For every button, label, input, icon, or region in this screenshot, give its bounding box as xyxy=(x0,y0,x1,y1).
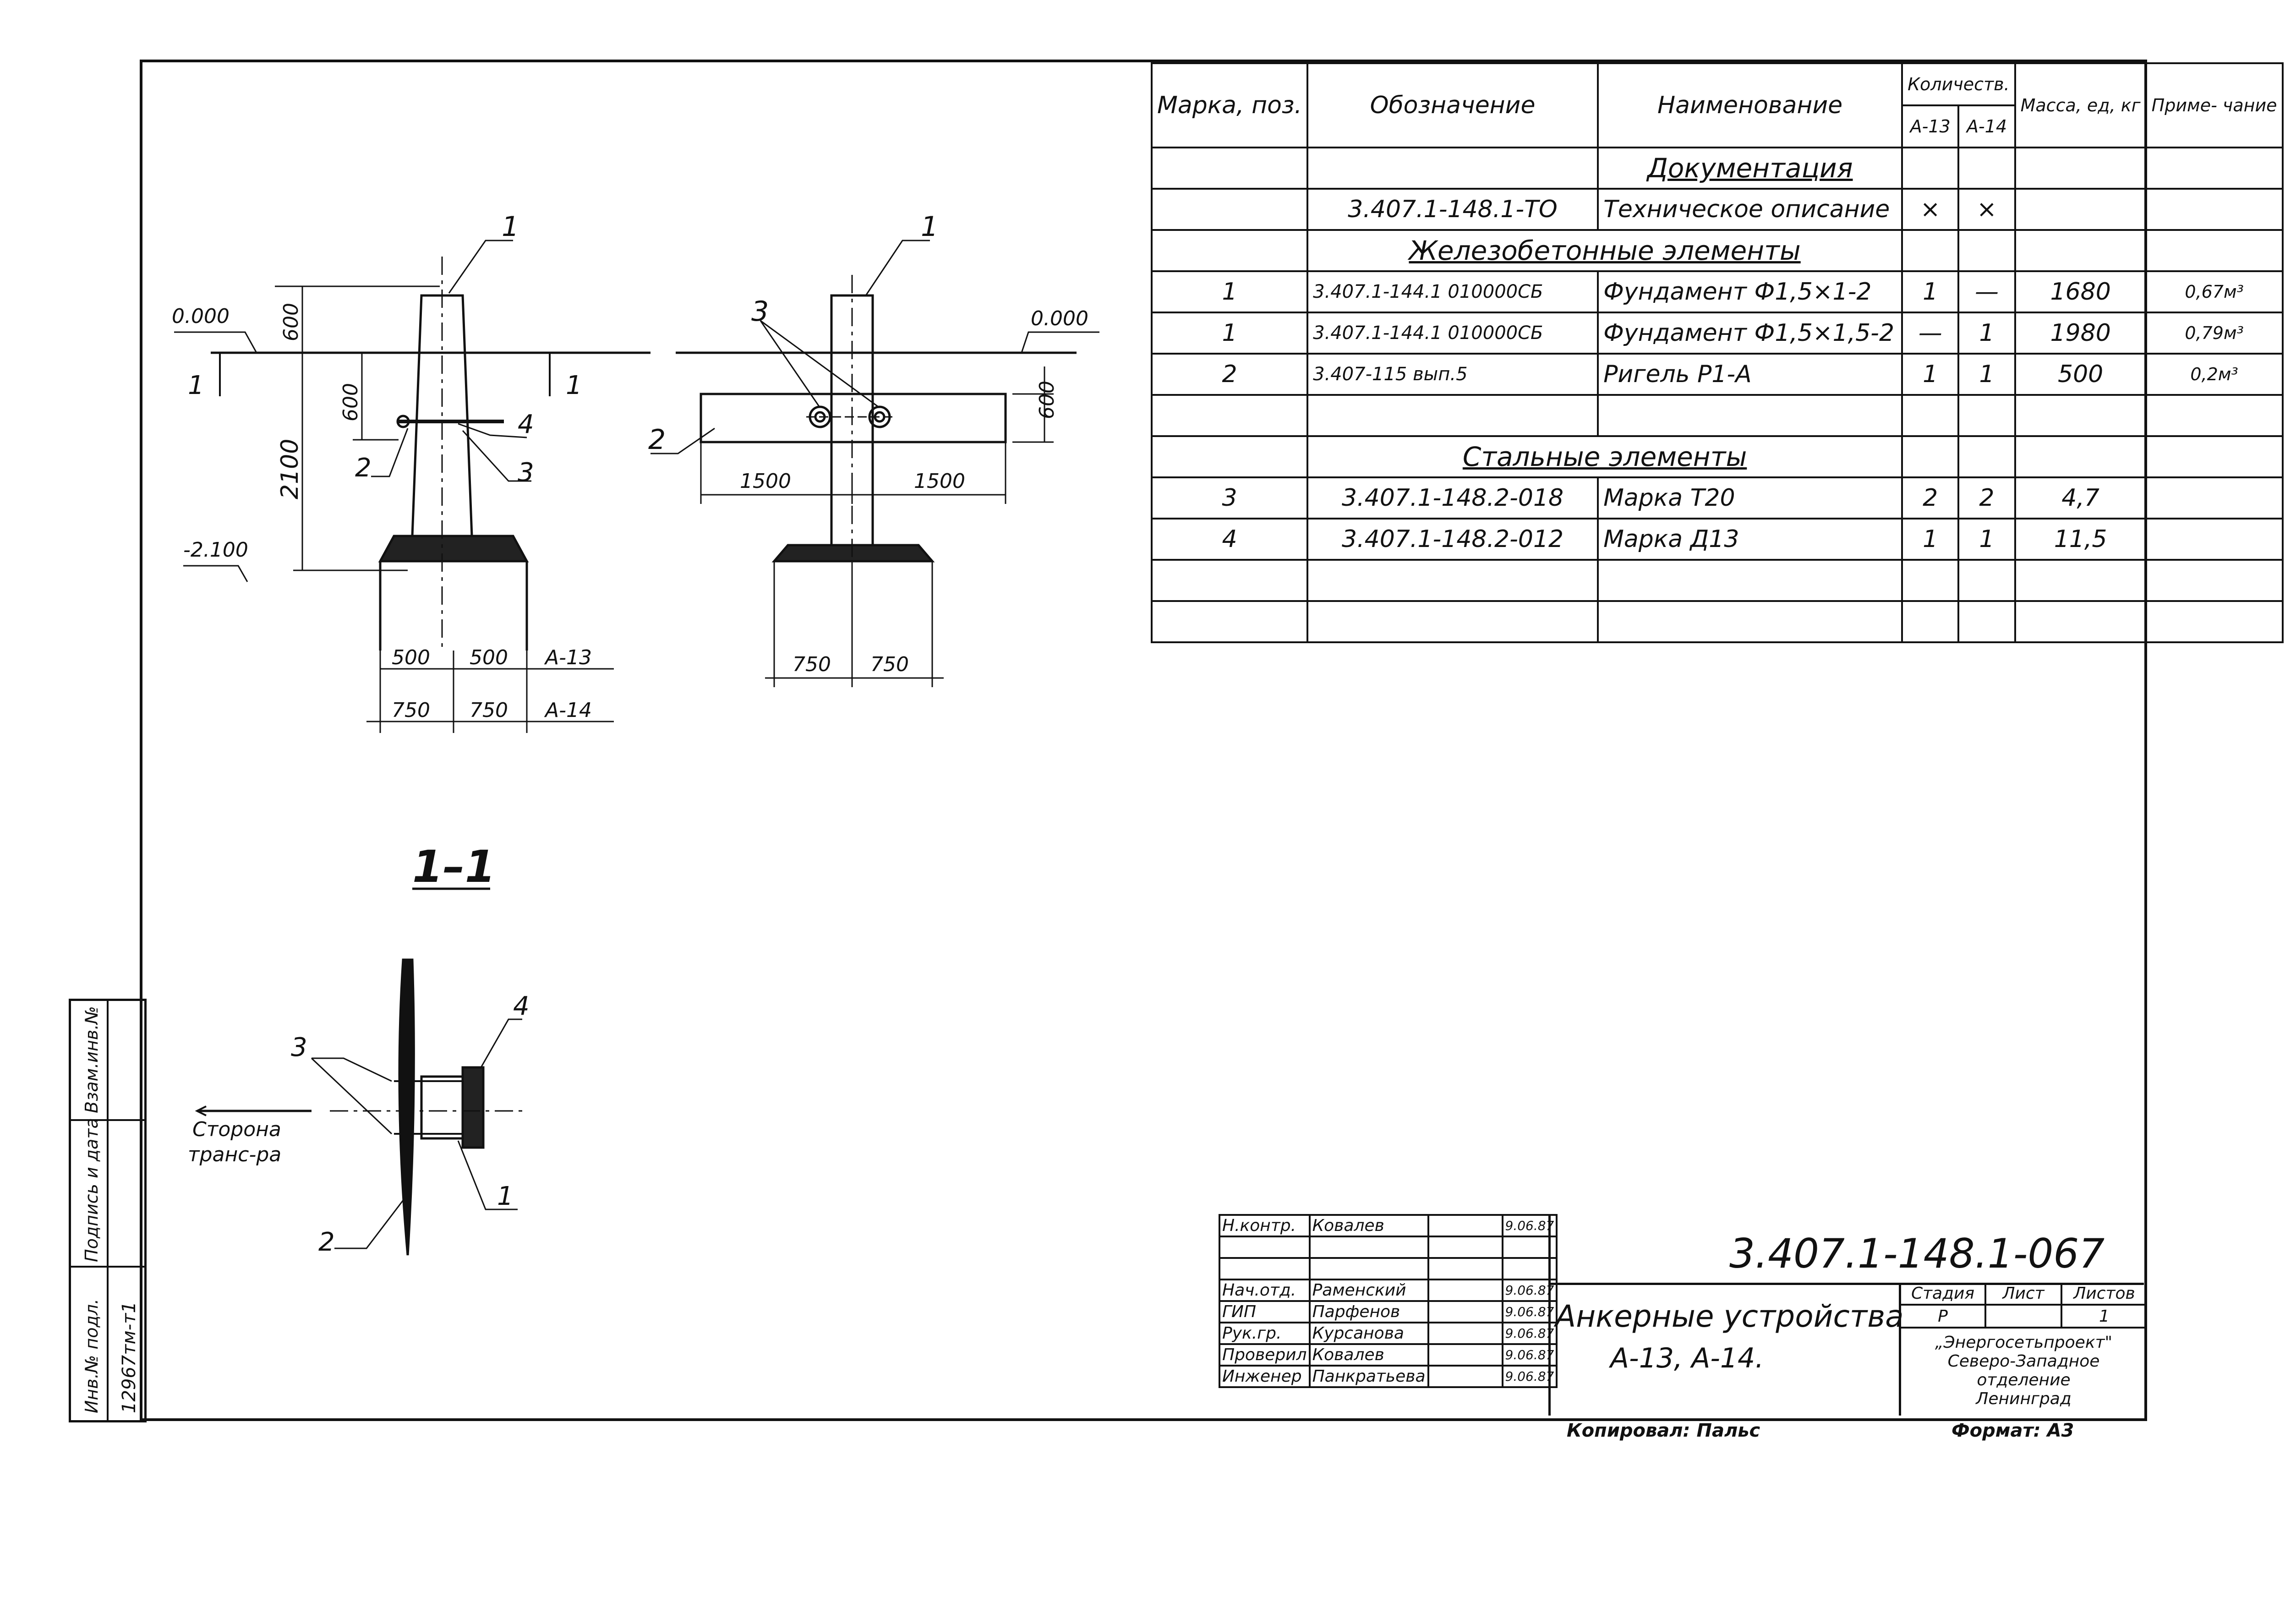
header-name: Наименование xyxy=(1597,62,1903,148)
pos-4-left: 4 xyxy=(518,410,534,439)
elevation-zero-left: 0.000 xyxy=(172,305,230,328)
dim-1500-left: 1500 xyxy=(740,470,791,493)
pos-2-right: 2 xyxy=(648,424,666,456)
dim-1500-right: 1500 xyxy=(914,470,965,493)
dim-2100: 2100 xyxy=(276,439,304,499)
label-a14-dim: A-14 xyxy=(544,699,592,722)
section-docs: Документация xyxy=(1597,147,1903,190)
org-line3: Ленинград xyxy=(1976,1389,2072,1408)
header-quantity: Количеств. xyxy=(1901,62,2016,106)
side-label-1: Сторона xyxy=(192,1118,281,1141)
elevation-bottom: -2.100 xyxy=(183,538,248,562)
table-row: 1 3.407.1-144.1 010000СБ Фундамент Ф1,5×… xyxy=(1150,270,2284,313)
dim-750-b: 750 xyxy=(470,699,508,722)
elevation-zero-right: 0.000 xyxy=(1031,307,1088,330)
doc-number: 3.407.1-148.1-067 xyxy=(1729,1230,2105,1277)
drawing-frame xyxy=(140,60,2147,1421)
header-a13: A-13 xyxy=(1901,104,1960,148)
stamp-lines: Инв.№ подл. Подпись и дата Взам.инв.№ 12… xyxy=(71,1001,144,1420)
pos-1-left: 1 xyxy=(502,211,519,243)
table-row: 2 3.407-115 вып.5 Ригель Р1-А 1 1 500 0,… xyxy=(1150,353,2284,396)
sheets-value: 1 xyxy=(2061,1305,2146,1329)
section-rc: Железобетонные элементы xyxy=(1306,229,1903,272)
section-steel: Стальные элементы xyxy=(1306,435,1903,478)
org-line2: Северо-Западное отделение xyxy=(1947,1352,2100,1389)
table-row: 1 3.407.1-144.1 010000СБ Фундамент Ф1,5×… xyxy=(1150,312,2284,355)
table-row: 4 3.407.1-148.2-012 Марка Д13 1 1 11,5 xyxy=(1150,518,2284,561)
stamp-inv-value: 12967тм-т1 xyxy=(119,1301,140,1413)
header-designation: Обозначение xyxy=(1306,62,1599,148)
org-line1: „Энергосетьпроект" xyxy=(1935,1333,2113,1352)
pos-3-section: 3 xyxy=(291,1033,307,1062)
table-row: 3 3.407.1-148.2-018 Марка Т20 2 2 4,7 xyxy=(1150,476,2284,519)
dim-500-a: 500 xyxy=(392,646,430,669)
sheets-label: Листов xyxy=(2061,1283,2146,1306)
pos-2-section: 2 xyxy=(318,1227,335,1257)
title-line2: А-13, А-14. xyxy=(1610,1342,1764,1374)
dim-600-top: 600 xyxy=(279,303,303,341)
header-mass: Масса, ед, кг xyxy=(2014,62,2147,148)
specification-table: Марка, поз. Обозначение Наименование Кол… xyxy=(1150,62,2284,643)
header-mark: Марка, поз. xyxy=(1150,62,1309,148)
pos-4-section: 4 xyxy=(513,991,530,1021)
dim-500-b: 500 xyxy=(470,646,508,669)
title-line1: Анкерные устройства xyxy=(1555,1299,1904,1334)
pos-2-left: 2 xyxy=(355,453,372,483)
pos-1-right: 1 xyxy=(921,211,938,243)
sheet-label: Лист xyxy=(1985,1283,2062,1306)
label-a13-dim: A-13 xyxy=(544,646,592,669)
dim-600-mid: 600 xyxy=(339,383,362,421)
section-mark-right: 1 xyxy=(566,371,582,400)
foundation-top-left xyxy=(378,535,529,563)
header-note: Приме- чание xyxy=(2145,62,2284,148)
dim-750-d: 750 xyxy=(870,653,909,676)
stage-value: Р xyxy=(1901,1305,1986,1329)
section-mark-left: 1 xyxy=(188,371,204,400)
table-row: 3.407.1-148.1-ТО Техническое описание × … xyxy=(1150,188,2284,231)
dim-600-right: 600 xyxy=(1035,381,1059,419)
dim-750-c: 750 xyxy=(793,653,831,676)
copied-by: Копировал: Пальс xyxy=(1567,1420,1760,1441)
section-title: 1–1 xyxy=(412,841,496,892)
pos-3-right: 3 xyxy=(751,295,769,328)
dim-750-a: 750 xyxy=(392,699,430,722)
stage-label: Стадия xyxy=(1901,1283,1986,1306)
stamp-inv-orig: Инв.№ подл. xyxy=(82,1299,102,1413)
stamp-replace-inv: Взам.инв.№ xyxy=(82,1006,102,1113)
crossbar xyxy=(700,393,1007,443)
format-label: Формат: А3 xyxy=(1952,1420,2074,1441)
pos-3-left: 3 xyxy=(518,458,534,487)
inventory-stamp: Инв.№ подл. Подпись и дата Взам.инв.№ 12… xyxy=(69,999,147,1422)
title-main: 3.407.1-148.1-067 Анкерные устройства А-… xyxy=(1548,1214,2146,1416)
stamp-signature-date: Подпись и дата xyxy=(82,1118,102,1262)
header-a14: A-14 xyxy=(1957,104,2016,148)
pos-1-section: 1 xyxy=(497,1181,514,1211)
side-label-2: транс-ра xyxy=(188,1143,281,1166)
